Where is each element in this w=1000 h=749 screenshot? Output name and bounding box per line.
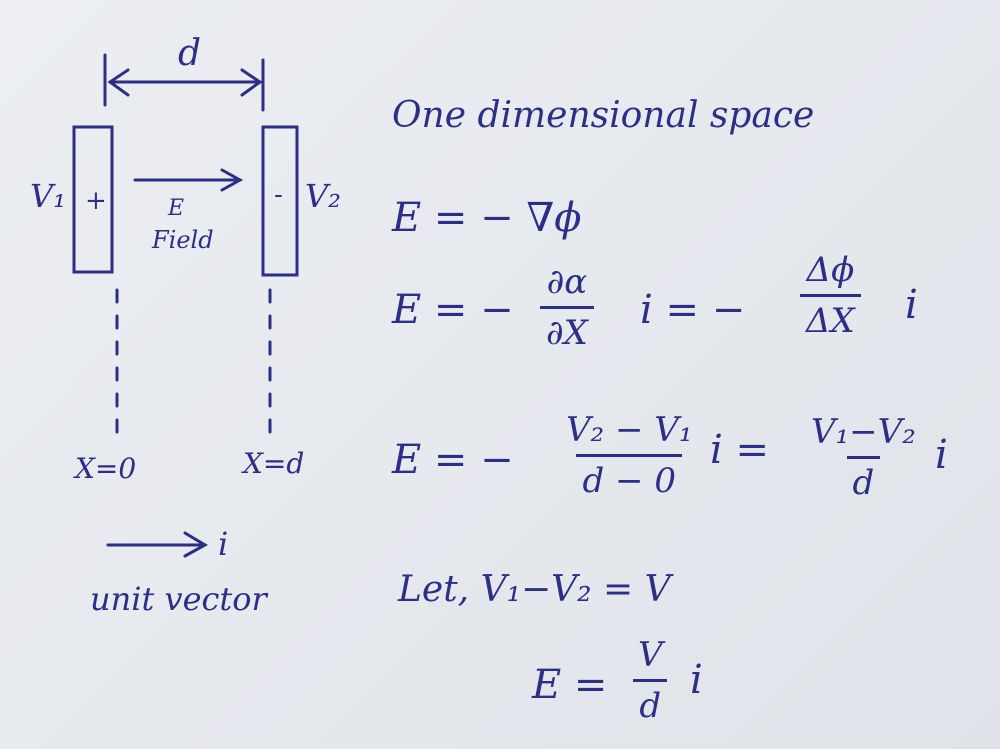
fraction-numerator: ∂α: [546, 262, 588, 302]
equation2-fraction1: ∂α ∂X: [540, 262, 594, 353]
positive-plate: [72, 125, 114, 274]
negative-sign: -: [274, 180, 283, 210]
position-x0: X=0: [75, 452, 137, 485]
fraction-numerator: V₂ − V₁: [566, 410, 693, 450]
equation2-end: i: [905, 282, 918, 328]
distance-arrow-head-right: [240, 68, 263, 97]
equation2-fraction2: Δϕ ΔX: [800, 250, 861, 341]
position-xd: X=d: [243, 447, 305, 480]
fraction-denominator: ΔX: [800, 294, 861, 341]
unit-vector-label: unit vector: [90, 580, 267, 618]
equation3-lhs: E = −: [392, 437, 514, 483]
equation3-fraction2: V₁−V₂ d: [805, 412, 922, 503]
equation2-lhs: E = −: [392, 287, 514, 333]
positive-sign: +: [85, 186, 107, 216]
notes-title: One dimensional space: [392, 95, 815, 136]
fraction-numerator: V: [638, 635, 663, 675]
equation3-middle: i =: [710, 427, 770, 473]
equation3-end: i: [935, 432, 948, 478]
distance-arrow-head-left: [107, 68, 130, 97]
equation4-fraction: V d: [632, 635, 669, 726]
field-arrow-head: [220, 168, 244, 192]
equation4-end: i: [690, 657, 703, 703]
let-definition: Let, V₁−V₂ = V: [398, 569, 671, 610]
unit-vector-symbol: i: [218, 525, 229, 563]
fraction-denominator: d − 0: [576, 454, 682, 501]
fraction-numerator: Δϕ: [806, 250, 855, 290]
left-potential-label: V₁: [30, 177, 66, 215]
field-label-e: E: [168, 196, 185, 221]
unit-vector-arrow-head: [183, 531, 209, 558]
field-label-field: Field: [152, 226, 214, 254]
fraction-denominator: d: [633, 679, 668, 726]
distance-label: d: [178, 33, 202, 74]
fraction-denominator: d: [846, 456, 881, 503]
fraction-numerator: V₁−V₂: [811, 412, 916, 452]
equation-gradient: E = − ∇ϕ: [392, 195, 582, 241]
equation3-fraction1: V₂ − V₁ d − 0: [560, 410, 698, 501]
equation2-middle: i = −: [640, 287, 746, 333]
equation4-lhs: E =: [532, 662, 608, 708]
right-potential-label: V₂: [305, 177, 341, 215]
fraction-denominator: ∂X: [540, 306, 594, 353]
negative-plate: [261, 125, 299, 277]
